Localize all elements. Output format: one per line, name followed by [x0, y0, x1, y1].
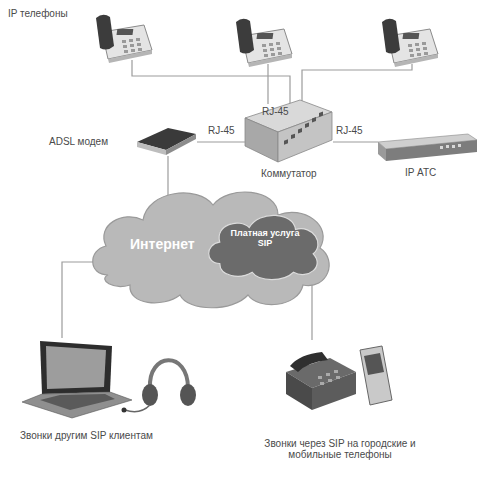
- cable-line: [333, 141, 378, 142]
- node-caption: Интернет: [130, 236, 195, 252]
- port-label: RJ-45: [262, 106, 289, 117]
- node-caption: Звонки другим SIP клиентам: [20, 430, 153, 441]
- node-caption: Платная услуга SIP: [227, 228, 303, 248]
- sip-cloud: Платная услуга SIP: [205, 210, 325, 282]
- phones-node: Звонки через SIP на городские и мобильны…: [284, 340, 394, 415]
- node-caption: ADSL модем: [49, 136, 108, 147]
- cable-line: [197, 141, 245, 142]
- group-label: IP телефоны: [8, 8, 68, 19]
- switch-node: Коммутатор: [245, 100, 333, 162]
- cloud-outline: [93, 192, 329, 308]
- node-caption: Коммутатор: [261, 168, 317, 179]
- laptop-node: Звонки другим SIP клиентам: [20, 338, 195, 420]
- pbx-node: IP АТС: [378, 134, 478, 162]
- edge-label: RJ-45: [336, 125, 363, 136]
- node-caption: IP АТС: [405, 167, 436, 178]
- modem-node: ADSL модем: [135, 128, 197, 156]
- cloud-outline: [209, 215, 318, 279]
- edge-label: RJ-45: [208, 125, 235, 136]
- node-caption: Звонки через SIP на городские и мобильны…: [240, 438, 440, 460]
